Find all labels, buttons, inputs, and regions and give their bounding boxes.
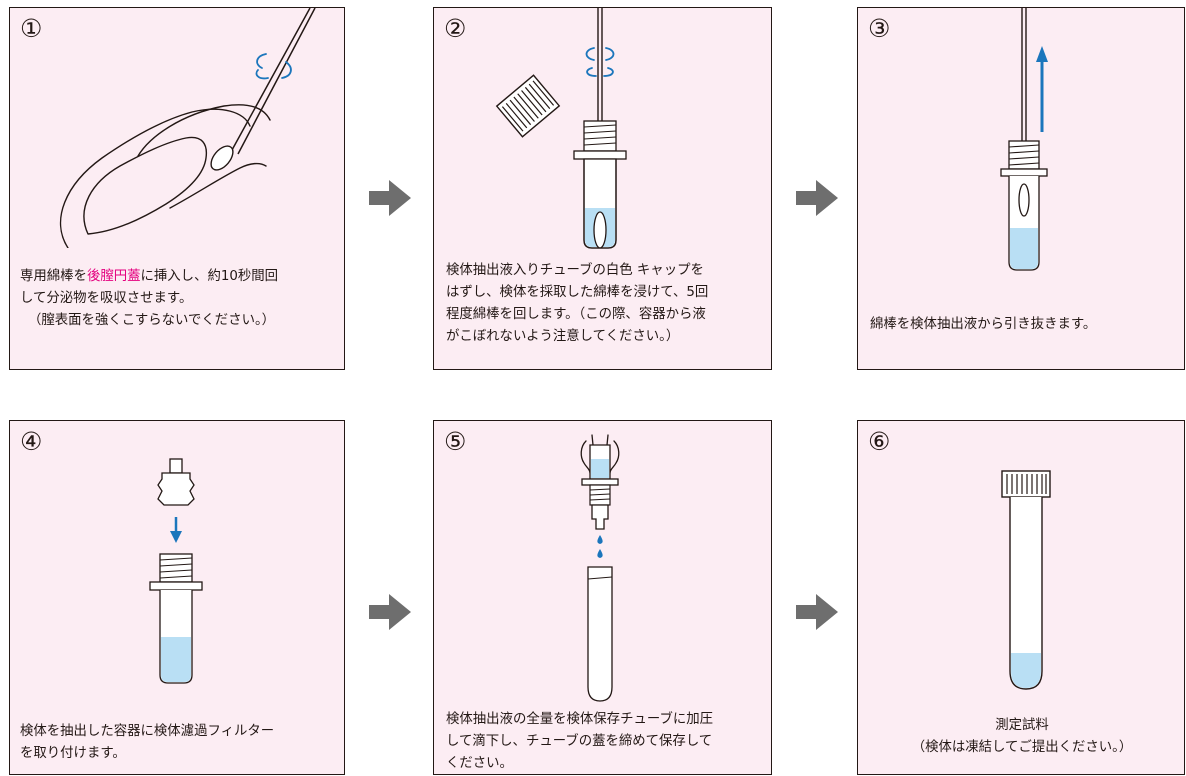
tube-flange	[1000, 168, 1048, 177]
swab-tip	[210, 145, 234, 171]
finger-right	[609, 440, 620, 474]
step-1-caption-line: に挿入し、約10秒間回	[140, 269, 279, 284]
step-5-caption-line: して滴下し、チューブの蓋を締めて保存して	[446, 734, 713, 749]
step-6-caption-line: 測定試料	[995, 718, 1049, 733]
liquid	[1010, 228, 1038, 269]
rotate-icon	[585, 47, 615, 77]
step-1-caption-line: （膣表面を強くこすらないでください。）	[28, 313, 276, 328]
step-3-illustration	[1000, 8, 1048, 271]
step-6-caption-line: （検体は凍結してご提出ください。）	[911, 740, 1133, 755]
next-arrow-icon	[369, 594, 411, 630]
tube-thread	[583, 120, 617, 152]
step-4-panel: ④ 検体を抽出した容器に検体濾過フィルター を取り付けます。	[9, 420, 345, 775]
step-4-number: ④	[20, 427, 43, 456]
rotate-icon	[255, 53, 292, 80]
anatomy-outer-outline	[59, 108, 251, 248]
finger-left	[580, 440, 591, 474]
drop-icon	[597, 535, 603, 544]
step-6-illustration	[1001, 470, 1051, 690]
storage-tube	[1010, 497, 1042, 689]
step-2-caption-line: 程度綿棒を回します。（この際、容器から液	[446, 307, 706, 322]
step-6-caption: 測定試料 （検体は凍結してご提出ください。）	[858, 715, 1184, 759]
step-2-caption-line: がこぼれないよう注意してください。）	[446, 329, 680, 344]
storage-tube	[587, 566, 613, 702]
swab-tip	[1018, 183, 1030, 217]
step-3-panel: ③ 綿棒を検体抽出液から引き抜きます。	[857, 7, 1185, 370]
next-arrow-icon	[369, 180, 411, 216]
step-4-illustration	[149, 458, 203, 684]
anatomy-upper-curve	[137, 104, 271, 157]
step-4-caption-line: 検体を抽出した容器に検体濾過フィルター	[20, 724, 275, 739]
step-2-panel: ②	[433, 7, 772, 370]
step-5-caption-line: 検体抽出液の全量を検体保存チューブに加圧	[446, 712, 714, 727]
next-arrow-icon	[796, 594, 838, 630]
step-1-number: ①	[20, 14, 43, 43]
step-1-caption-line: して分泌物を吸収させます。	[20, 291, 193, 306]
liquid	[1011, 653, 1041, 688]
liquid	[161, 637, 191, 682]
drop-icon	[597, 549, 603, 558]
tube-flange	[581, 478, 619, 486]
tube-flange	[573, 150, 627, 160]
step-2-caption: 検体抽出液入りチューブの白色 キャップを はずし、検体を採取した綿棒を浸けて、5…	[446, 260, 708, 348]
tube-flange	[149, 581, 203, 591]
swab-stick-line	[237, 8, 316, 155]
filter-cap	[157, 458, 195, 506]
anatomy-inner-outline	[83, 136, 208, 235]
filter-nozzle	[591, 504, 609, 530]
next-arrow-icon	[796, 180, 838, 216]
step-2-illustration	[495, 8, 627, 249]
step-3-caption: 綿棒を検体抽出液から引き抜きます。	[870, 314, 1096, 336]
step-2-caption-line: はずし、検体を採取した綿棒を浸けて、5回	[446, 285, 709, 300]
liquid	[591, 459, 609, 478]
step-1-caption: 専用綿棒を後膣円蓋に挿入し、約10秒間回 して分泌物を吸収させます。 （膣表面を…	[20, 266, 278, 332]
white-cap	[495, 74, 561, 138]
step-5-number: ⑤	[444, 427, 467, 456]
swab-tip	[593, 211, 607, 249]
step-1-panel: ① 専用綿棒を後膣円蓋に挿入し、約10秒間回 して分泌物を吸収させます。 （膣表…	[9, 7, 345, 370]
step-2-number: ②	[444, 14, 467, 43]
highlight-term: 後膣円蓋	[86, 269, 141, 284]
step-5-illustration	[580, 434, 620, 702]
step-6-panel: ⑥ 測定試料 （検体は凍結してご提出ください。）	[857, 420, 1185, 775]
step-1-caption-line: 専用綿棒を	[20, 269, 87, 284]
step-3-caption-line: 綿棒を検体抽出液から引き抜きます。	[870, 317, 1097, 332]
step-3-number: ③	[868, 14, 891, 43]
step-5-panel: ⑤ 検体抽出液の全量を検体保存チューブに加圧 して滴下し、チューブの蓋を締めて保…	[433, 420, 772, 775]
step-2-caption-line: 検体抽出液入りチューブの白色 キャップを	[446, 263, 704, 278]
step-5-caption: 検体抽出液の全量を検体保存チューブに加圧 して滴下し、チューブの蓋を締めて保存し…	[446, 709, 714, 774]
step-4-caption-line: を取り付けます。	[20, 746, 126, 761]
anatomy-lower-curve	[169, 162, 267, 209]
swab-stick-line	[231, 8, 311, 151]
step-5-caption-line: ください。	[446, 756, 513, 771]
step-6-number: ⑥	[868, 427, 891, 456]
step-1-illustration	[59, 8, 316, 248]
storage-cap	[1001, 470, 1051, 498]
step-4-caption: 検体を抽出した容器に検体濾過フィルター を取り付けます。	[20, 721, 274, 765]
